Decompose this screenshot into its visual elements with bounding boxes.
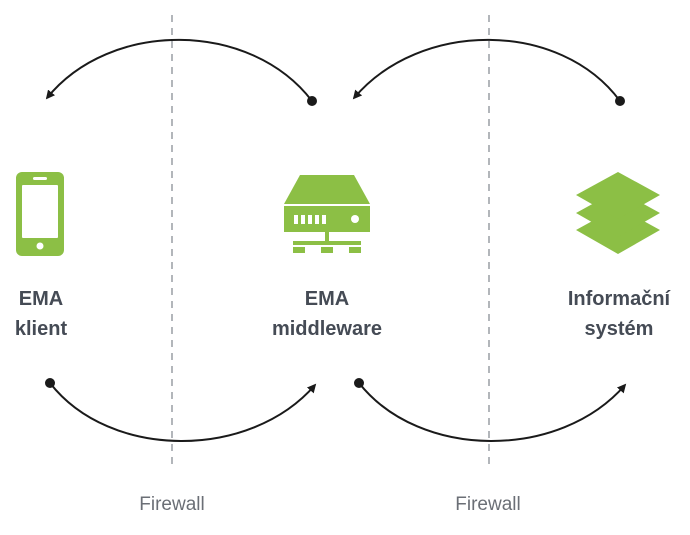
information-system-label-line2: systém bbox=[584, 318, 654, 340]
smartphone-icon bbox=[16, 172, 64, 256]
information-system-label: Informační systém bbox=[552, 284, 686, 344]
client-label: EMA klient bbox=[0, 284, 82, 344]
request-arrow-client-to-middleware bbox=[45, 378, 317, 442]
middleware-label: EMA middleware bbox=[255, 284, 399, 344]
middleware-label-line1: EMA bbox=[304, 288, 350, 310]
firewall-label-right: Firewall bbox=[455, 494, 521, 515]
request-arrow-middleware-to-system bbox=[354, 378, 627, 442]
response-arrow-system-to-middleware bbox=[352, 38, 625, 106]
response-arrow-middleware-to-client bbox=[45, 38, 317, 106]
firewall-label-left: Firewall bbox=[139, 494, 205, 515]
server-icon bbox=[284, 175, 370, 253]
information-system-label-line1: Informační bbox=[567, 288, 671, 310]
layers-icon bbox=[576, 172, 660, 254]
client-label-line1: EMA bbox=[18, 288, 64, 310]
client-label-line2: klient bbox=[14, 318, 68, 340]
middleware-label-line2: middleware bbox=[271, 318, 383, 340]
